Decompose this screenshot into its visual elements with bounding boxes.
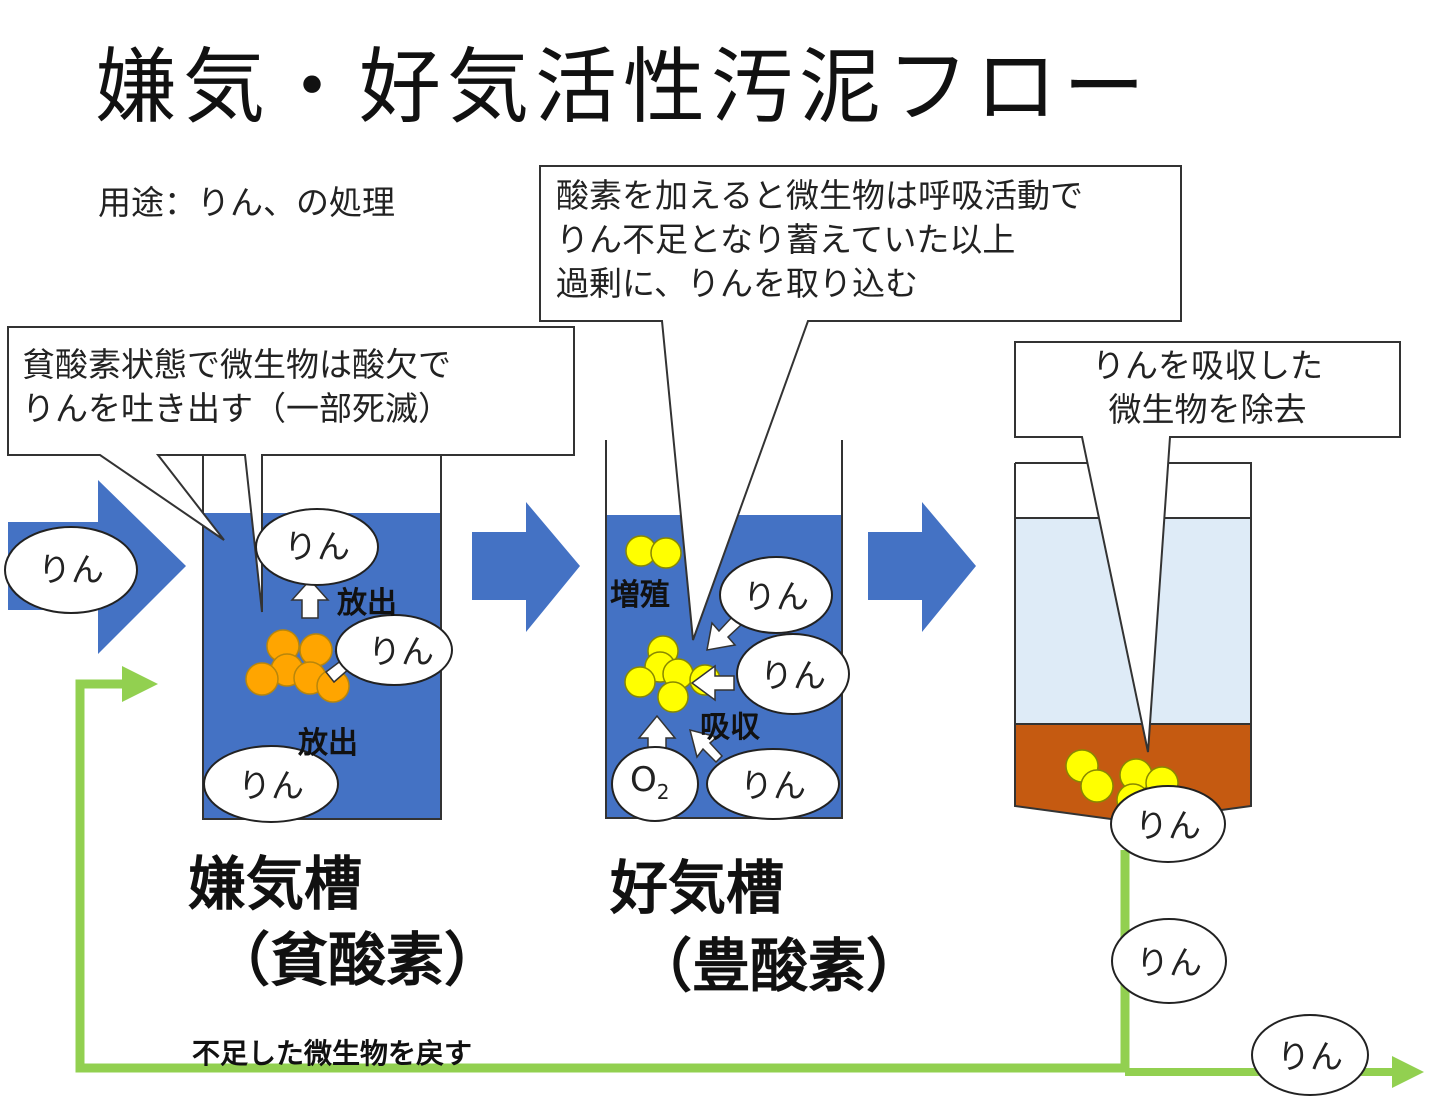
callout-aerobic-line-2: りん不足となり蓄えていた以上 bbox=[556, 220, 1016, 259]
oxygen-symbol: O bbox=[630, 760, 657, 800]
callout-aerobic-shape bbox=[539, 165, 1182, 641]
phosphorus-label-discharge: りん bbox=[1277, 1037, 1343, 1076]
oxygen-subscript: 2 bbox=[656, 779, 670, 804]
page-title: 嫌気・好気活性汚泥フロー bbox=[95, 40, 1152, 135]
callout-settler-line-1: りんを吸収した bbox=[1092, 346, 1323, 385]
aerobic-tank-note: （豊酸素） bbox=[634, 932, 925, 1000]
aerobic-tank-name: 好気槽 bbox=[610, 854, 785, 922]
phosphorus-label-absorb-2: りん bbox=[760, 656, 826, 695]
release-label-lower: 放出 bbox=[298, 726, 358, 761]
phosphorus-label-released-top: りん bbox=[284, 527, 350, 566]
callout-anaerobic: 貧酸素状態で微生物は酸欠で りんを吐き出す（一部死滅） bbox=[22, 343, 451, 431]
flow-arrow-1 bbox=[472, 502, 580, 632]
phosphorus-label-removed: りん bbox=[1136, 943, 1202, 982]
callout-anaerobic-line-1: 貧酸素状態で微生物は酸欠で bbox=[22, 345, 451, 384]
phosphorus-label-inflow: りん bbox=[38, 550, 104, 589]
callout-aerobic-line-3: 過剰に、りんを取り込む bbox=[556, 264, 919, 303]
oxygen-label: O2 bbox=[630, 760, 670, 804]
callout-settler: りんを吸収した 微生物を除去 bbox=[1015, 344, 1400, 432]
callout-anaerobic-shape bbox=[7, 326, 575, 613]
phosphorus-label-sludge: りん bbox=[1135, 806, 1201, 845]
phosphorus-label-released-bottom: りん bbox=[238, 766, 304, 805]
callout-aerobic: 酸素を加えると微生物は呼吸活動で りん不足となり蓄えていた以上 過剰に、りんを取… bbox=[556, 174, 1083, 306]
anaerobic-tank-note: （貧酸素） bbox=[212, 926, 503, 994]
microbes-anaerobic bbox=[245, 629, 350, 703]
phosphorus-bubbles bbox=[4, 508, 1369, 1096]
callout-settler-line-2: 微生物を除去 bbox=[1108, 390, 1307, 429]
callout-settler-shape bbox=[1014, 341, 1401, 753]
callout-aerobic-line-1: 酸素を加えると微生物は呼吸活動で bbox=[556, 176, 1084, 215]
phosphorus-label-released-mid: りん bbox=[368, 632, 434, 671]
flow-arrow-2 bbox=[868, 502, 976, 632]
growth-label: 増殖 bbox=[610, 578, 670, 613]
phosphorus-label-absorb-1: りん bbox=[743, 577, 809, 616]
anaerobic-tank-name: 嫌気槽 bbox=[188, 850, 363, 918]
microbes-aerobic bbox=[624, 535, 721, 713]
absorb-label: 吸収 bbox=[700, 710, 760, 745]
phosphorus-label-absorb-3: りん bbox=[740, 766, 806, 805]
return-flow-label: 不足した微生物を戻す bbox=[192, 1037, 473, 1070]
callout-anaerobic-line-2: りんを吐き出す（一部死滅） bbox=[22, 389, 451, 428]
subtitle: 用途：りん、の処理 bbox=[98, 183, 395, 222]
release-label-upper: 放出 bbox=[337, 586, 397, 621]
